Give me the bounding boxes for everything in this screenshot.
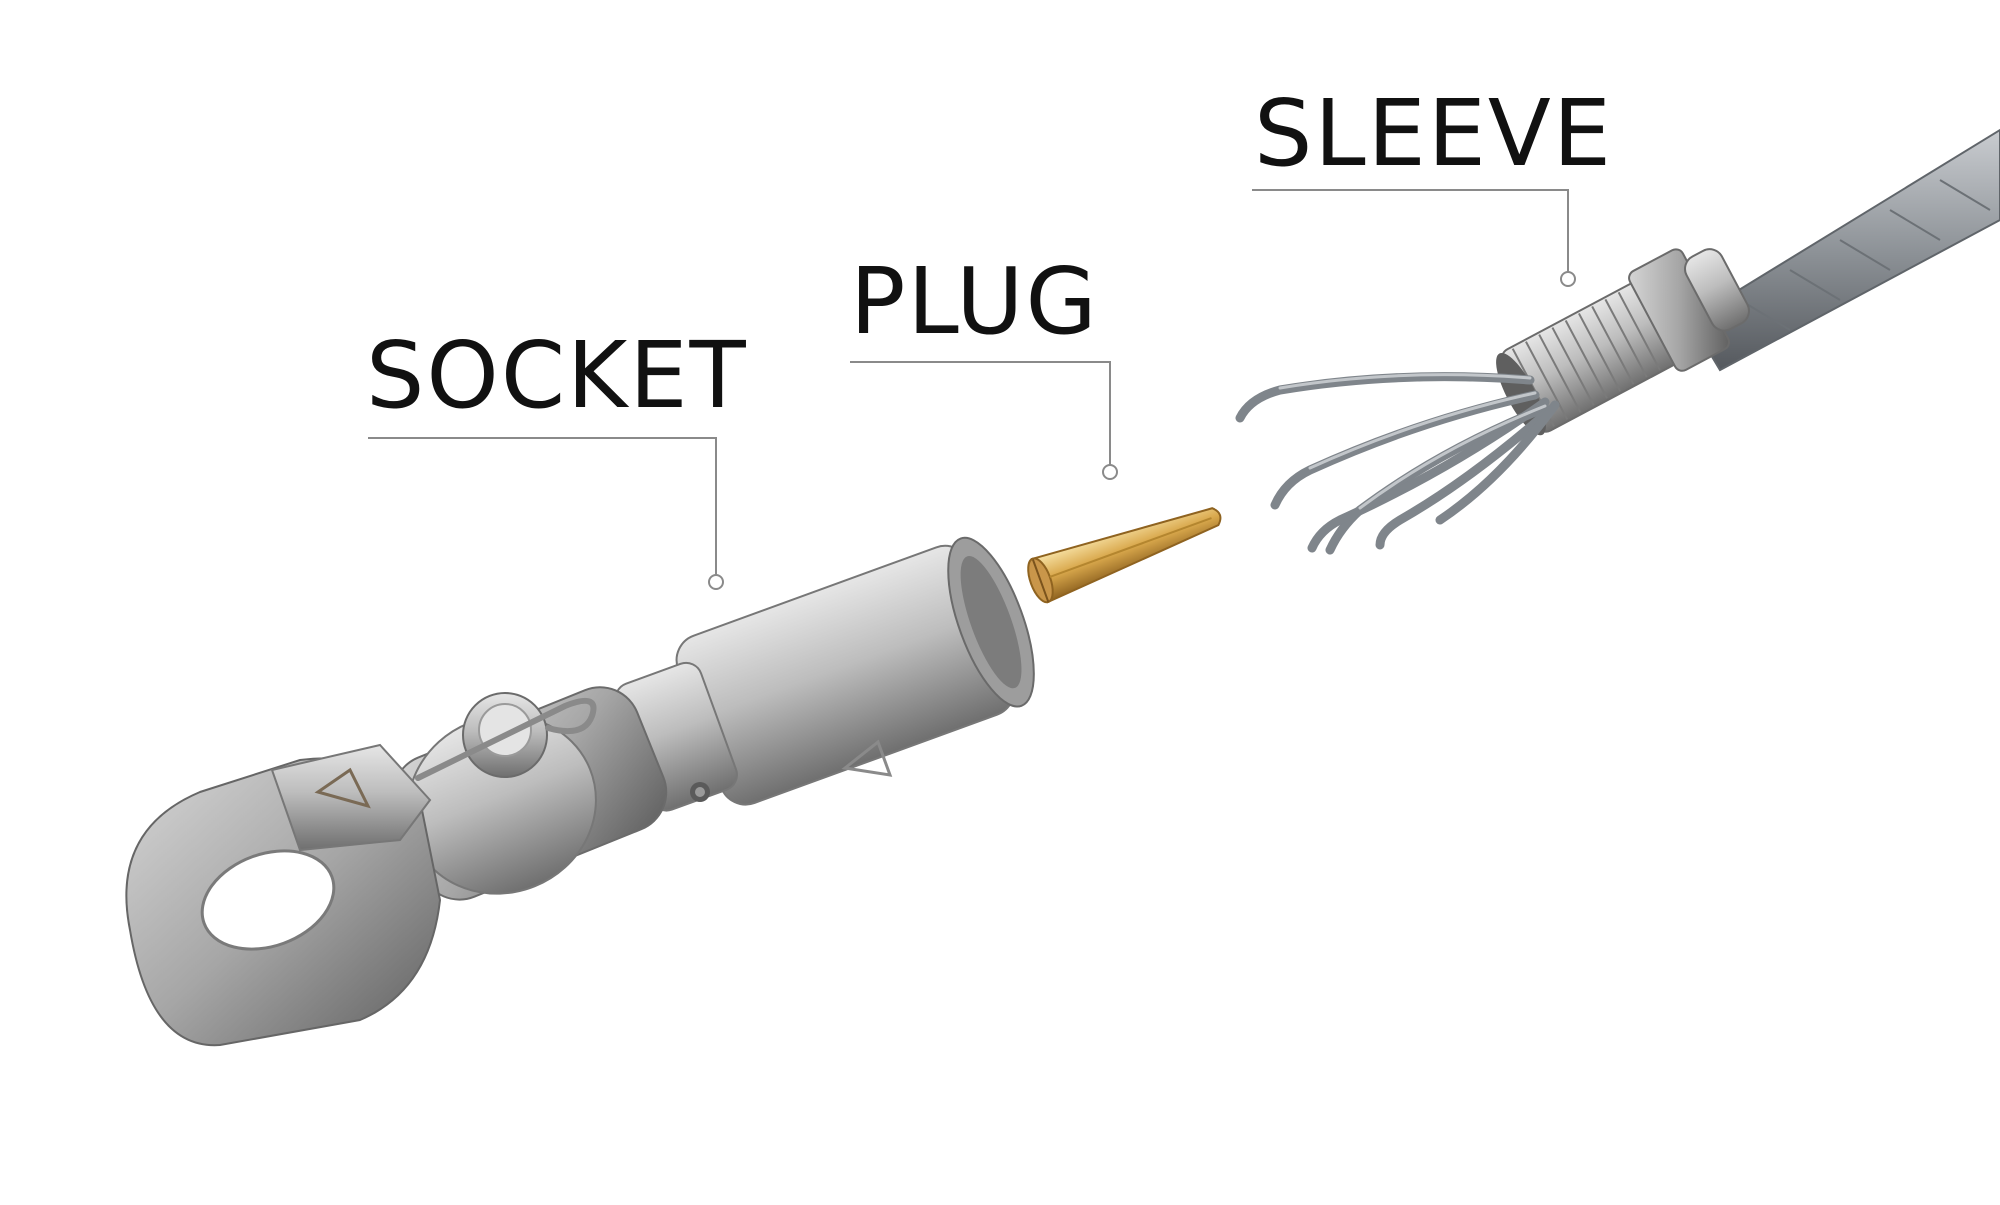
plug-label: PLUG [850, 248, 1099, 355]
socket-part [125, 536, 1035, 1047]
leader-sleeve [1252, 189, 1576, 287]
sleeve-label: SLEEVE [1254, 80, 1613, 187]
socket-label: SOCKET [366, 322, 748, 429]
leader-socket [368, 437, 724, 590]
plug-part [1027, 507, 1222, 604]
leader-plug [850, 361, 1118, 480]
sleeve-part [1235, 128, 2000, 555]
